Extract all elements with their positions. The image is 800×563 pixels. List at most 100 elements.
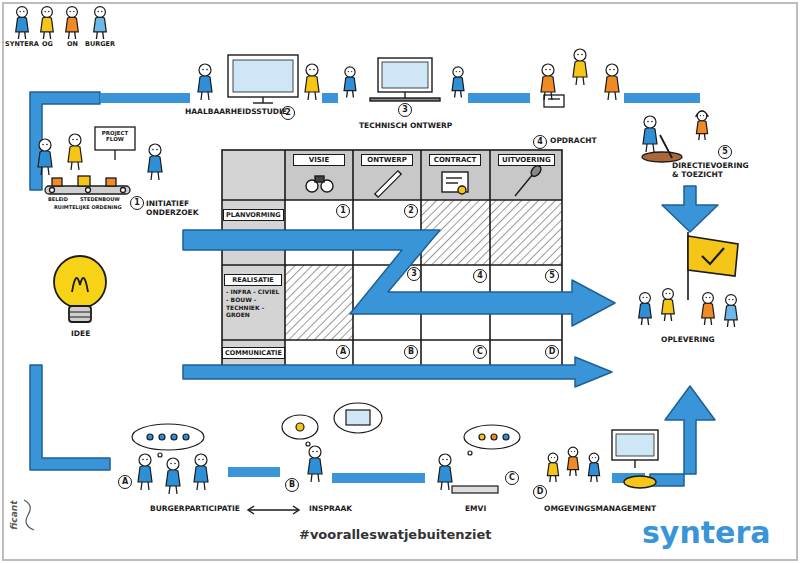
person-figure — [571, 451, 572, 452]
matrix-table — [285, 150, 562, 200]
thought-bubbles — [334, 403, 382, 433]
person-figure — [68, 146, 82, 163]
person-figure — [308, 458, 322, 475]
step1-scene — [45, 127, 135, 194]
column-icons — [458, 186, 466, 194]
person-figure — [166, 470, 180, 487]
person-figure — [139, 454, 151, 466]
thought-bubbles — [479, 434, 485, 440]
person-figure — [313, 69, 315, 71]
person-figure — [700, 115, 701, 116]
thought-bubbles — [346, 410, 370, 425]
person-figure — [641, 318, 643, 325]
thought-bubbles — [183, 434, 189, 440]
person-figure — [49, 32, 51, 39]
person-figure — [574, 451, 575, 452]
person-figure — [309, 69, 311, 71]
node-text: C — [476, 346, 484, 358]
person-figure — [441, 482, 442, 490]
conveyor-text: STEDENBOUW — [80, 197, 120, 203]
person-figure — [42, 144, 44, 146]
person-figure — [643, 116, 657, 152]
person-figure — [94, 7, 107, 39]
person-figure — [149, 144, 161, 156]
person-figure — [551, 457, 552, 458]
work-scene — [642, 152, 682, 162]
cell-number: 5 — [545, 269, 559, 283]
person-figure — [595, 457, 596, 458]
person-figure — [43, 32, 45, 39]
person-figure — [647, 318, 649, 325]
person-figure — [344, 77, 356, 91]
node-text: CONTRACT — [433, 156, 477, 164]
person-figure — [94, 17, 107, 32]
person-figure — [446, 459, 448, 461]
step-label: EMVI — [465, 505, 486, 514]
node-text: D — [548, 346, 556, 358]
blue-arrows — [183, 357, 612, 387]
monitors — [634, 460, 635, 468]
callout-number: 1 — [130, 196, 144, 210]
person-figure — [72, 139, 74, 141]
path-strokes — [100, 93, 190, 103]
column-icons — [446, 182, 458, 183]
person-figure — [644, 116, 656, 128]
person-figure — [138, 466, 152, 483]
column-icons — [315, 176, 324, 182]
thought-bubbles — [158, 453, 162, 457]
step1-scene — [95, 127, 135, 150]
board-text: PROJECT FLOW — [98, 130, 132, 143]
figures — [16, 7, 738, 494]
person-figure — [148, 482, 149, 490]
person-figure — [705, 297, 706, 298]
matrix-table — [352, 150, 354, 368]
person-figure — [352, 91, 354, 98]
person-figure — [577, 54, 579, 56]
person-figure — [456, 71, 457, 72]
node-text: 2 — [407, 205, 415, 217]
node-text: 3 — [410, 268, 418, 280]
person-figure — [640, 293, 651, 304]
work-scene — [660, 135, 672, 158]
matrix-table — [222, 150, 562, 368]
person-figure — [732, 299, 733, 300]
cell-number: 4 — [473, 269, 487, 283]
blue-arrows — [30, 92, 718, 486]
person-figure — [576, 77, 577, 85]
person-figure — [76, 139, 78, 141]
person-figure — [438, 466, 452, 483]
row-header: COMMUNICATIE — [222, 347, 285, 359]
person-figure — [202, 69, 204, 71]
cell-number: 3 — [407, 267, 421, 281]
node-text: REALISATIE — [224, 274, 282, 286]
person-figure — [703, 115, 704, 116]
thought-bubbles — [147, 434, 153, 440]
node-text: COMMUNICATIE — [225, 349, 282, 357]
person-figure — [311, 474, 312, 482]
person-figure — [547, 462, 558, 475]
work-scene — [544, 95, 564, 107]
person-figure — [204, 482, 205, 490]
work-scene — [548, 98, 560, 99]
node-text: D — [536, 486, 544, 498]
person-figure — [97, 11, 98, 12]
logo-text: syntera — [642, 516, 771, 551]
blue-arrows — [662, 186, 718, 232]
work-scene — [544, 95, 708, 162]
person-figure — [71, 162, 72, 170]
person-figure — [69, 11, 70, 12]
person-figure — [460, 91, 462, 98]
person-figure — [541, 76, 555, 93]
monitors — [228, 55, 658, 488]
monitors — [233, 60, 293, 92]
matrix-table — [222, 339, 562, 341]
person-figure — [704, 318, 706, 325]
person-figure — [583, 77, 584, 85]
node-text: PLANVORMING — [226, 211, 281, 219]
column-icons — [446, 177, 462, 178]
step1-scene — [106, 178, 116, 186]
role-label: OG — [42, 41, 53, 48]
cell-letter: B — [404, 345, 418, 359]
person-figure — [589, 453, 599, 463]
step1-scene — [50, 188, 55, 193]
